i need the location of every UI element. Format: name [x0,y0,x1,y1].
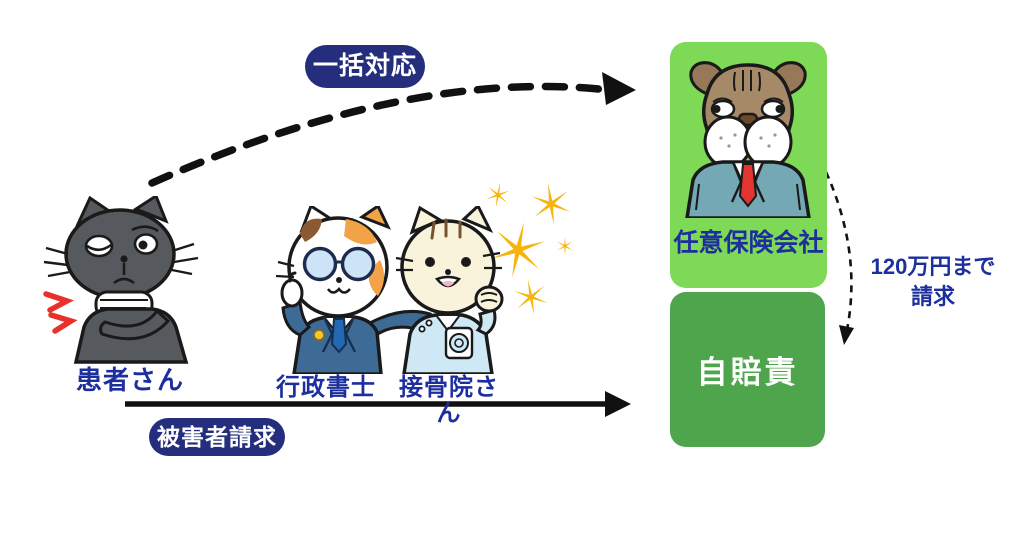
voluntary-insurer-box: 任意保険会社 [670,42,827,288]
glasses-icon [302,246,376,282]
insurer-dog-illustration [685,61,811,218]
pain-flash-icon [43,291,78,334]
jibaiseki-box: 自賠責 [670,292,825,447]
scrivener-label: 行政書士 [276,374,376,401]
clinic-label: 接骨院さん [399,374,499,428]
patient-label: 患者さん [75,365,184,395]
patient-cat-illustration [43,196,199,364]
batch-response-badge: 一括対応 [305,45,425,88]
solid-arrow-icon [125,391,631,417]
claim-limit-text: 120万円まで 請求 [858,252,1008,311]
curved-dashed-arrow-icon [148,72,636,187]
scrivener-and-clinic-cats-illustration [275,206,504,374]
claim-limit-line2: 請求 [910,283,955,309]
claim-dashed-arrow-icon [824,171,854,345]
victim-claim-badge: 被害者請求 [149,418,285,456]
jibaiseki-label: 自賠責 [696,355,799,390]
insurer-label: 任意保険会社 [673,229,824,257]
claim-limit-line1: 120万円まで [870,254,996,279]
